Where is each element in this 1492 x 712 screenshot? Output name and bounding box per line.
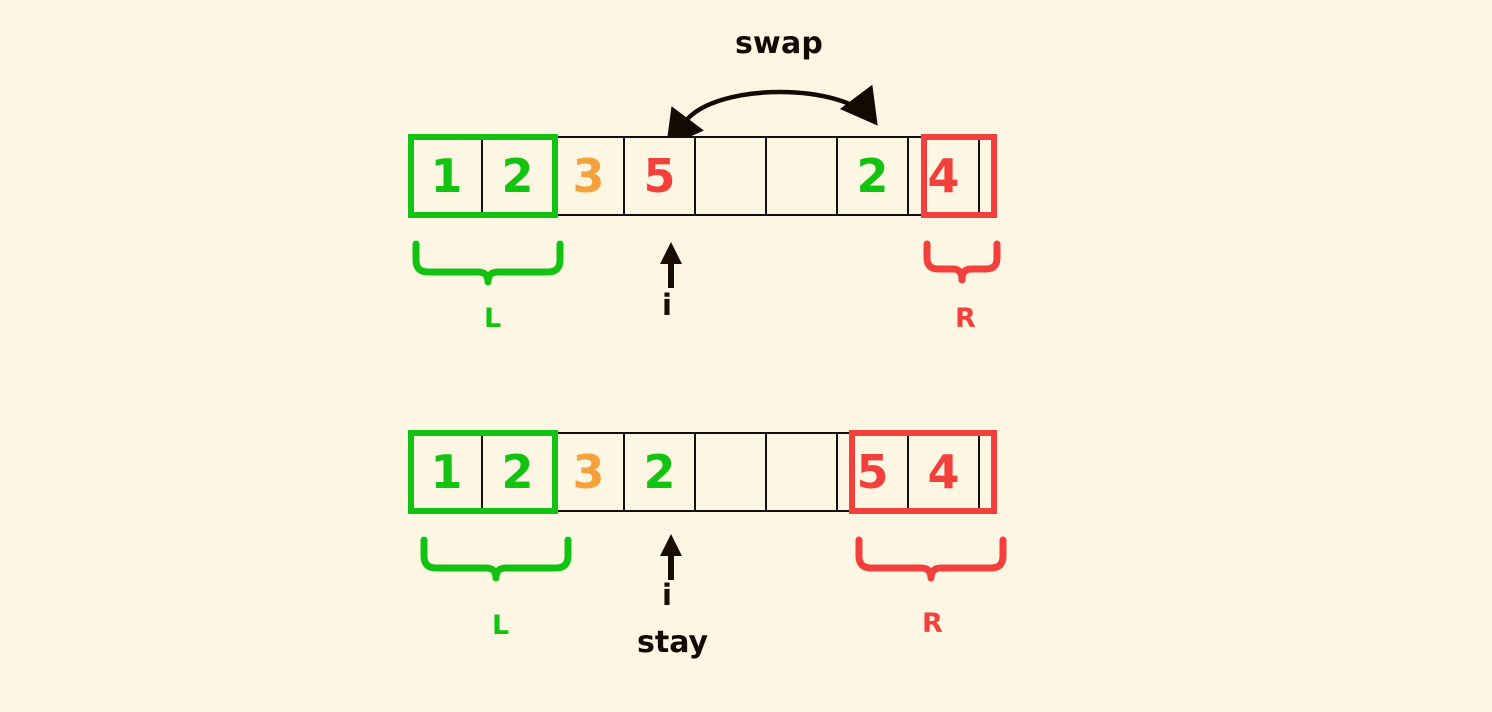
brace-label-r-bottom: R [922, 608, 943, 639]
array-cell[interactable]: 3 [552, 432, 625, 512]
array-cell[interactable]: 2 [836, 136, 909, 216]
brace-label-l-bottom: L [492, 610, 510, 641]
array-cell-empty[interactable] [694, 432, 767, 512]
array-cell[interactable]: 1 [410, 432, 483, 512]
array-cell[interactable]: 5 [623, 136, 696, 216]
array-cell[interactable]: 5 [836, 432, 909, 512]
pointer-arrow-i-top [660, 242, 682, 288]
array-row-before: 1 2 3 5 2 4 [410, 136, 980, 216]
array-cell[interactable]: 3 [552, 136, 625, 216]
array-cell[interactable]: 2 [623, 432, 696, 512]
array-cell[interactable]: 4 [907, 136, 980, 216]
array-cell-empty[interactable] [765, 432, 838, 512]
brace-r-top [923, 240, 1001, 284]
array-cell[interactable]: 2 [481, 432, 554, 512]
pointer-label-i-bottom: i [662, 578, 672, 612]
array-cell-empty[interactable] [765, 136, 838, 216]
swap-label: swap [735, 26, 824, 61]
brace-label-r-top: R [955, 303, 976, 334]
stay-label: stay [637, 625, 709, 660]
array-cell-empty[interactable] [694, 136, 767, 216]
brace-l-top [412, 240, 564, 286]
brace-r-bottom [855, 536, 1007, 582]
pointer-label-i-top: i [662, 288, 672, 322]
array-cell[interactable]: 1 [410, 136, 483, 216]
array-cell[interactable]: 2 [481, 136, 554, 216]
pointer-arrow-i-bottom [660, 534, 682, 580]
brace-label-l-top: L [484, 303, 502, 334]
brace-l-bottom [420, 536, 572, 582]
array-cell[interactable]: 4 [907, 432, 980, 512]
swap-double-arrow-icon [666, 84, 878, 140]
array-row-after: 1 2 3 2 5 4 [410, 432, 980, 512]
